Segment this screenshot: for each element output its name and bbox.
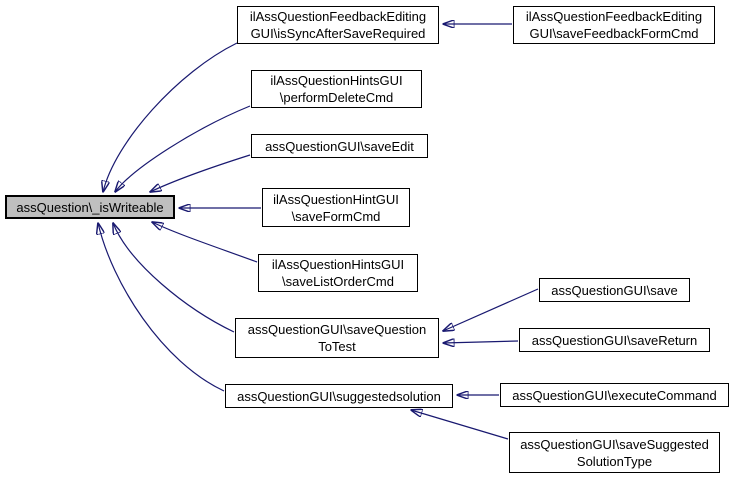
node-executecommand[interactable]: assQuestionGUI\executeCommand — [500, 383, 729, 407]
node-savequestiontotest[interactable]: assQuestionGUI\saveQuestion ToTest — [235, 318, 439, 358]
edge-issyncaftersaverequired-to-iswriteable — [103, 42, 238, 192]
edge-savequestiontotest-to-iswriteable — [113, 223, 235, 333]
node-saveformcmd[interactable]: ilAssQuestionHintGUI \saveFormCmd — [262, 188, 410, 227]
edge-savereturn-to-savequestiontotest — [443, 341, 519, 343]
node-savereturn[interactable]: assQuestionGUI\saveReturn — [519, 328, 710, 352]
node-saveedit[interactable]: assQuestionGUI\saveEdit — [251, 134, 428, 158]
node-suggestedsolution[interactable]: assQuestionGUI\suggestedsolution — [225, 384, 453, 408]
edge-saveedit-to-iswriteable — [150, 154, 251, 192]
node-savefeedbackformcmd[interactable]: ilAssQuestionFeedbackEditing GUI\saveFee… — [513, 6, 715, 44]
edge-suggestedsolution-to-iswriteable — [98, 223, 225, 392]
node-save[interactable]: assQuestionGUI\save — [539, 278, 690, 302]
edge-savelistordercmd-to-iswriteable — [152, 222, 258, 263]
node-savelistordercmd[interactable]: ilAssQuestionHintsGUI \saveListOrderCmd — [258, 254, 418, 292]
edge-performdeletecmd-to-iswriteable — [115, 105, 251, 192]
edge-save-to-savequestiontotest — [443, 288, 539, 331]
node-issyncaftersaverequired[interactable]: ilAssQuestionFeedbackEditing GUI\isSyncA… — [237, 6, 439, 44]
node-iswriteable[interactable]: assQuestion\_isWriteable — [5, 195, 175, 219]
node-savesuggestedsolutiontype[interactable]: assQuestionGUI\saveSuggested SolutionTyp… — [509, 432, 720, 473]
node-performdeletecmd[interactable]: ilAssQuestionHintsGUI \performDeleteCmd — [251, 70, 422, 108]
edge-savesuggestedsolutiontype-to-suggestedsolution — [411, 410, 509, 440]
